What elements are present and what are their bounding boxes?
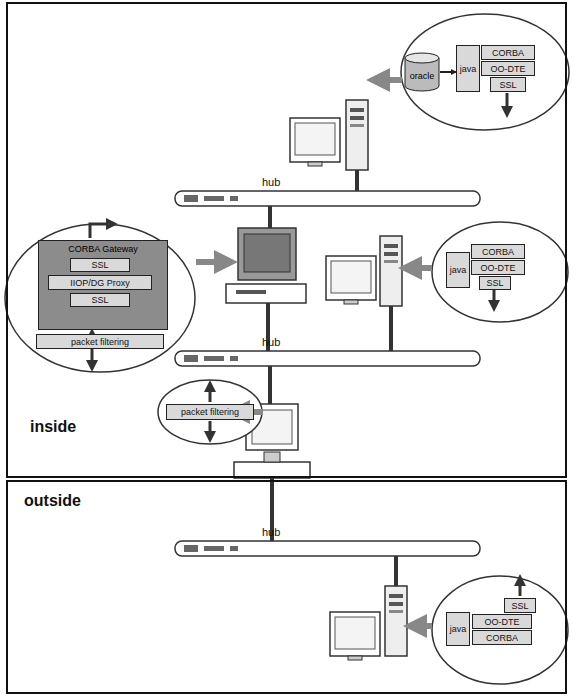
stack-layer: SSL: [490, 77, 526, 92]
layer-label: CORBA: [492, 48, 524, 58]
stack-layer: OO-DTE: [471, 260, 525, 275]
layer-label: CORBA: [486, 633, 518, 643]
stack-layer: CORBA: [481, 45, 535, 60]
stack-layer: SSL: [504, 598, 536, 613]
stack-layer: OO-DTE: [481, 61, 535, 76]
layer-label: SSL: [486, 278, 503, 288]
proxy-box: CORBA GatewaySSLIIOP/DG ProxySSL: [38, 240, 168, 330]
box-heading: CORBA Gateway: [39, 244, 167, 254]
stack-layer: IIOP/DG Proxy: [48, 275, 152, 290]
stack-layer: java: [456, 45, 480, 92]
layer-label: oracle: [410, 71, 435, 81]
layer-label: SSL: [499, 80, 516, 90]
stack-layer: SSL: [70, 258, 130, 272]
outside-region: outsideSSL OO-DTE CORBA java: [8, 482, 565, 692]
stack-layer: OO-DTE: [472, 614, 532, 629]
stack-layer: SSL: [479, 276, 511, 290]
inside-region: insideoraclejavaCORBAOO-DTESSLCORBA Gate…: [8, 4, 565, 476]
hub-label: hub: [262, 336, 280, 348]
database-cylinder: oracle: [404, 52, 440, 92]
layer-label: IIOP/DG Proxy: [70, 278, 130, 288]
hub-label: hub: [262, 176, 280, 188]
layer-label: SSL: [91, 295, 108, 305]
layer-label: OO-DTE: [481, 263, 516, 273]
hub-label: hub: [262, 526, 280, 538]
layer-label: OO-DTE: [491, 64, 526, 74]
layer-label: java: [450, 624, 467, 634]
stack-layer: CORBA: [471, 244, 525, 259]
region-label: outside: [24, 492, 81, 510]
stack-layer: java: [446, 252, 470, 288]
layer-label: packet filtering: [181, 407, 239, 417]
stack-layer: CORBA: [472, 630, 532, 645]
filter-layer: packet filtering: [36, 334, 164, 349]
data-arrow: [440, 71, 456, 73]
layer-label: packet filtering: [71, 337, 129, 347]
layer-label: SSL: [91, 260, 108, 270]
layer-label: java: [450, 265, 467, 275]
stack-layer: SSL: [70, 293, 130, 307]
stack-layer: java: [446, 612, 470, 646]
layer-label: OO-DTE: [485, 617, 520, 627]
layer-label: CORBA: [482, 247, 514, 257]
region-label: inside: [30, 418, 76, 436]
filter-layer: packet filtering: [166, 404, 254, 420]
layer-label: java: [460, 64, 477, 74]
layer-label: SSL: [511, 601, 528, 611]
